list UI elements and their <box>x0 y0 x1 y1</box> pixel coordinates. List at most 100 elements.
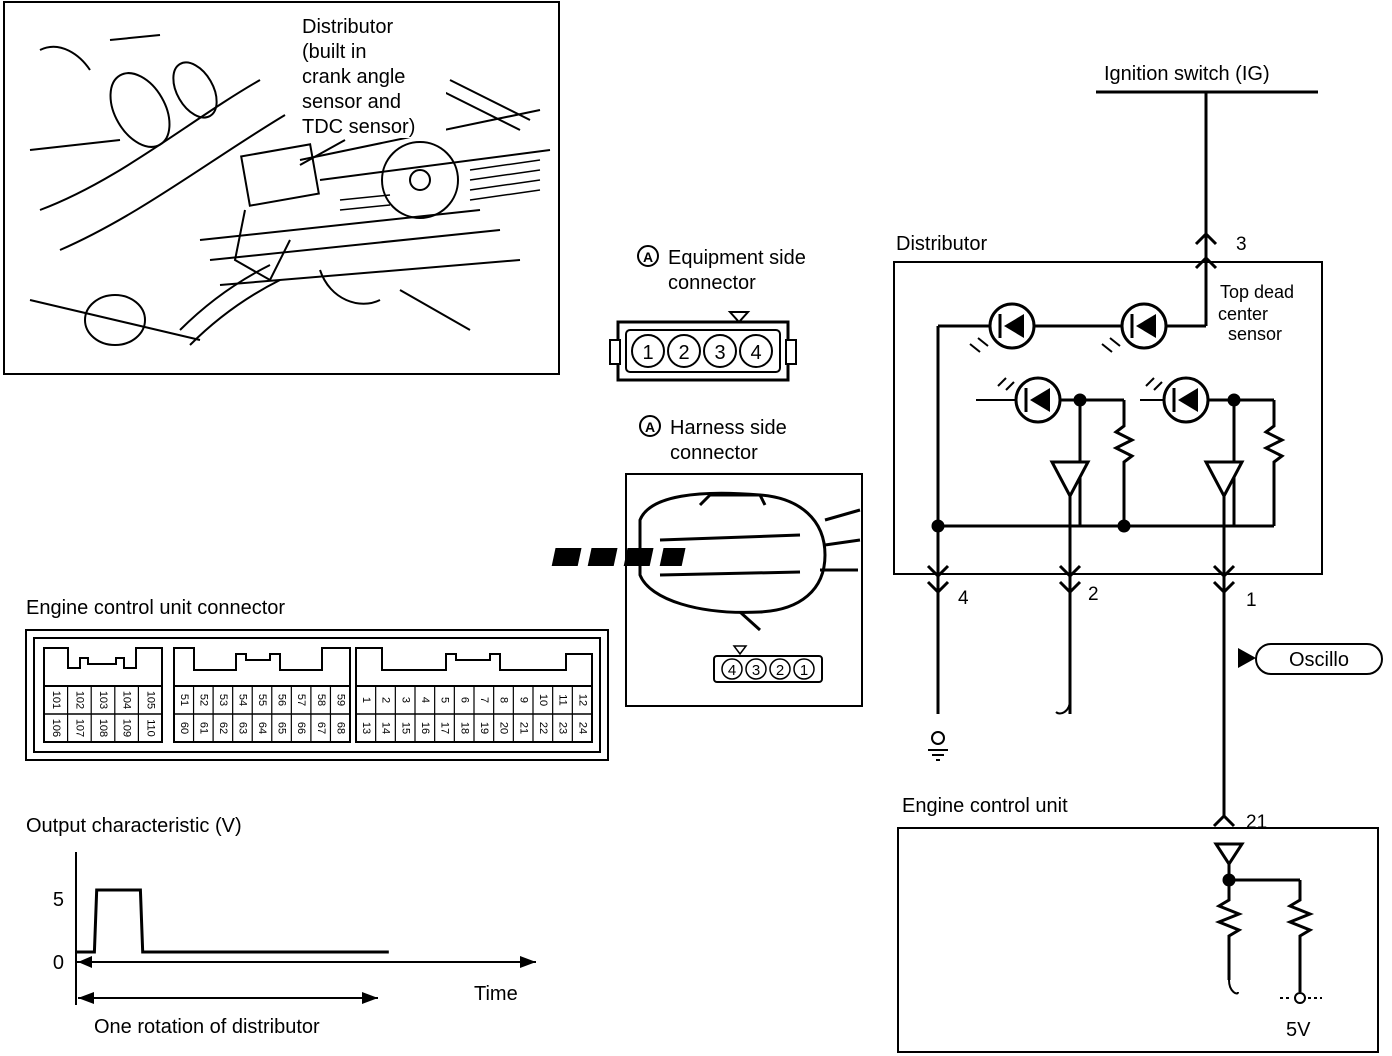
ecu-connector: Engine control unit connector 1011061021… <box>25 597 609 761</box>
ecu-pin-number: 51 <box>178 694 190 706</box>
harness-pin: 3 <box>752 662 760 679</box>
y-tick-0: 0 <box>53 952 64 974</box>
ecu-pin-number: 108 <box>97 719 109 737</box>
ecu-pin-number: 106 <box>50 719 62 737</box>
ecu-label: Engine control unit <box>902 795 1068 817</box>
ecu-pin-number: 52 <box>197 694 209 706</box>
badge-a-icon <box>637 245 659 267</box>
rotation-label: One rotation of distributor <box>94 1016 320 1038</box>
ecu-pin-number: 58 <box>315 694 327 706</box>
circuit-labels: Ignition switch (IG) Distributor 3 Top d… <box>896 63 1349 1041</box>
equipment-pin: 2 <box>678 342 689 364</box>
key-marker-icon <box>727 311 751 324</box>
ecu-pin-number: 54 <box>237 694 249 706</box>
waveform-series-line <box>76 888 389 954</box>
pin-4-label: 4 <box>958 588 969 609</box>
photo-callout-line5: TDC sensor) <box>302 116 415 138</box>
ignition-switch-label: Ignition switch (IG) <box>1104 63 1270 85</box>
ecu-pin-number: 67 <box>315 722 327 734</box>
ecu-pin-number: 107 <box>73 719 85 737</box>
photo-callout: Distributor (built in crank angle sensor… <box>302 16 415 138</box>
arrow-right-icon <box>362 992 378 1004</box>
ecu-pin-number: 9 <box>517 697 529 703</box>
badge-a-icon <box>639 415 661 437</box>
photo-callout-line4: sensor and <box>302 91 401 113</box>
ecu-pin-number: 14 <box>380 722 392 734</box>
equipment-pin: 1 <box>642 342 653 364</box>
ecu-pin-number: 11 <box>557 694 569 705</box>
ecu-pin-number: 21 <box>517 722 529 734</box>
ecu-pin-number: 110 <box>144 719 156 737</box>
oscillo-label: Oscillo <box>1289 649 1349 671</box>
ecu-pin-number: 12 <box>576 694 588 706</box>
equipment-badge: A <box>643 249 653 265</box>
harness-side-connector: A Harness side connector 4 <box>551 415 863 707</box>
ecu-pin-number: 17 <box>439 722 451 734</box>
harness-title-1: Harness side <box>670 417 787 439</box>
circuit-diagram <box>893 90 1383 1053</box>
ecu-pin-number: 1 <box>360 697 372 703</box>
ecu-pin-number: 105 <box>144 691 156 709</box>
ecu-pin-number: 66 <box>295 722 307 734</box>
harness-pins: 4 3 2 1 <box>721 658 815 680</box>
ecu-pin-number: 13 <box>360 722 372 734</box>
harness-pin: 2 <box>776 662 784 679</box>
arrow-left-icon <box>78 992 94 1004</box>
x-axis-label: Time <box>474 983 518 1005</box>
ecu-pin-number: 10 <box>537 694 549 706</box>
ecu-pin-number: 18 <box>458 722 470 734</box>
equipment-pins: 1 2 3 4 <box>631 334 773 368</box>
harness-pin: 4 <box>728 662 736 679</box>
ecu-pin-number: 8 <box>498 697 510 703</box>
equipment-title-1: Equipment side <box>668 247 806 269</box>
ecu-pin-number: 109 <box>121 719 133 737</box>
ecu-pin-number: 57 <box>295 694 307 706</box>
ecu-pin-number: 2 <box>380 697 392 703</box>
ecu-pin-number: 7 <box>478 697 490 703</box>
harness-title-2: connector <box>670 442 758 464</box>
ecu-pin-number: 24 <box>576 722 588 734</box>
ecu-pin-number: 65 <box>276 722 288 734</box>
harness-badge: A <box>645 419 655 435</box>
ecu-pin-number: 20 <box>498 722 510 734</box>
equipment-pin: 3 <box>714 342 725 364</box>
ecu-pin-number: 3 <box>399 697 411 703</box>
ecu-pin-number: 60 <box>178 722 190 734</box>
equipment-side-connector: A Equipment side connector 1 2 3 4 <box>609 245 806 382</box>
pin-2-label: 2 <box>1088 584 1099 605</box>
ecu-pin-number: 59 <box>334 694 346 706</box>
chart-title: Output characteristic (V) <box>26 815 242 837</box>
y-tick-5: 5 <box>53 889 64 911</box>
ecu-pin-number: 22 <box>537 722 549 734</box>
equipment-title-2: connector <box>668 272 756 294</box>
ecu-pin-number: 4 <box>419 697 431 703</box>
pin-21-label: 21 <box>1246 812 1267 833</box>
ecu-pin-number: 101 <box>50 691 62 709</box>
ecu-pin-number: 64 <box>256 722 268 734</box>
ecu-pin-number: 56 <box>276 694 288 706</box>
photo-callout-line1: Distributor <box>302 16 393 38</box>
ecu-pin-number: 55 <box>256 694 268 706</box>
pin-3-label: 3 <box>1236 234 1247 255</box>
x-axis-arrow-icon <box>520 956 536 968</box>
ecu-pin-number: 5 <box>439 697 451 703</box>
ecu-pin-number: 15 <box>399 722 411 734</box>
five-volt-label: 5V <box>1286 1019 1311 1041</box>
ecu-pin-number: 102 <box>73 691 85 709</box>
ecu-pin-number: 68 <box>334 722 346 734</box>
ecu-pin-number: 63 <box>237 722 249 734</box>
harness-connector-drawing <box>638 491 861 632</box>
pin-1-label: 1 <box>1246 590 1257 611</box>
output-chart: Output characteristic (V) 5 0 Time One r… <box>26 815 536 1038</box>
ecu-pin-number: 19 <box>478 722 490 734</box>
ecu-connector-title: Engine control unit connector <box>26 597 285 619</box>
ecu-pin-number: 6 <box>458 697 470 703</box>
ecu-pin-number: 23 <box>557 722 569 734</box>
distributor-label: Distributor <box>896 233 987 255</box>
photo-callout-line2: (built in <box>302 41 366 63</box>
ecu-pin-number: 53 <box>217 694 229 706</box>
equipment-pin: 4 <box>750 342 761 364</box>
